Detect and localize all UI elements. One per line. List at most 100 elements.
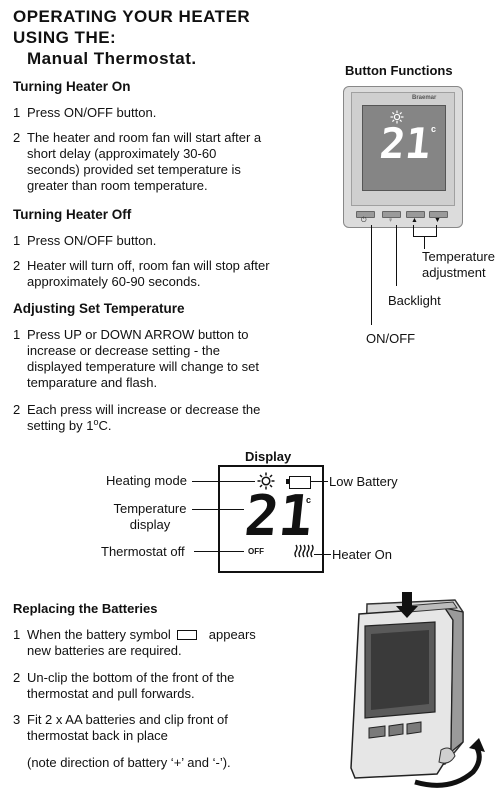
batteries-step-1: 1 When the battery symbol appears new bat… [13, 627, 313, 661]
down-arrow-button[interactable] [429, 211, 448, 218]
down-arrow-icon: ▼ [434, 217, 441, 224]
device-temperature-digits: 21 [377, 119, 434, 168]
heater-on-label: Heater On [332, 547, 392, 562]
turning-on-step-1: 1 Press ON/OFF button. [13, 105, 313, 121]
label-line: adjustment [422, 265, 486, 280]
batteries-step-3: 3 Fit 2 x AA batteries and clip front of… [13, 712, 313, 746]
temperature-adjustment-label: Temperature adjustment [422, 249, 495, 281]
turning-off-step-1: 1 Press ON/OFF button. [13, 233, 313, 249]
temperature-display-digits: 21 [241, 484, 316, 549]
step-number: 1 [13, 233, 21, 248]
page-title: OPERATING YOUR HEATER USING THE: Manual … [13, 6, 250, 69]
temp-bracket-left [413, 225, 414, 237]
device-lcd: 21 c [362, 105, 446, 191]
step-text-line: thermostat back in place [27, 728, 168, 743]
step-text-suffix: C. [98, 418, 112, 433]
step-text-prefix: setting by 1 [27, 418, 94, 433]
step-text-line: increase or decrease setting - the [27, 343, 220, 358]
title-line-3: Manual Thermostat. [27, 49, 197, 68]
degree-superscript: o [93, 417, 99, 427]
heater-on-leader [314, 554, 331, 555]
step-text: When the battery symbol [27, 627, 171, 642]
label-line: display [129, 517, 171, 532]
display-unit: c [306, 495, 312, 505]
adjusting-step-1: 1 Press UP or DOWN ARROW button to incre… [13, 327, 313, 393]
display-lcd: 21 c OFF [218, 465, 324, 573]
thermostat-device: Braemar 21 c ⏻ ♀ ▲ ▼ [343, 86, 463, 228]
temperature-display-leader [192, 509, 244, 510]
button-functions-heading: Button Functions [345, 63, 453, 78]
temp-bracket-bottom [413, 236, 437, 237]
title-line-2: USING THE: [13, 28, 117, 47]
step-number: 1 [13, 627, 21, 642]
step-number: 2 [13, 670, 21, 685]
onoff-button[interactable] [356, 211, 375, 218]
step-number: 2 [13, 258, 21, 273]
up-arrow-icon: ▲ [411, 217, 418, 224]
step-text-line: The heater and room fan will start after… [27, 130, 262, 145]
step-text-line: thermostat and pull forwards. [27, 686, 195, 701]
battery-icon [176, 630, 197, 640]
onoff-label: ON/OFF [366, 331, 416, 346]
label-line: Temperature [422, 249, 495, 264]
heating-mode-icon [257, 472, 275, 490]
step-text-line: short delay (approximately 30-60 [27, 146, 217, 161]
step-text: Press ON/OFF button. [27, 233, 157, 248]
backlight-button[interactable] [382, 211, 401, 218]
bulb-icon: ♀ [388, 217, 394, 224]
step-text-line: Each press will increase or decrease the [27, 402, 261, 417]
display-heading: Display [245, 449, 292, 464]
step-text-line: greater than room temperature. [27, 178, 208, 193]
step-number: 2 [13, 402, 21, 417]
step-text-line: displayed temperature will change to set [27, 359, 259, 374]
turning-off-step-2: 2 Heater will turn off, room fan will st… [13, 258, 323, 292]
heating-mode-leader [192, 481, 255, 482]
step-text-line: Fit 2 x AA batteries and clip front of [27, 712, 228, 727]
step-text-line: Heater will turn off, room fan will stop… [27, 258, 270, 273]
batteries-heading: Replacing the Batteries [13, 601, 158, 616]
turning-off-heading: Turning Heater Off [13, 207, 132, 222]
brand-logo: Braemar [412, 95, 437, 101]
step-text-line: seconds) provided set temperature is [27, 162, 241, 177]
title-line-1: OPERATING YOUR HEATER [13, 7, 251, 26]
temp-bracket-right [436, 225, 437, 237]
power-icon: ⏻ [361, 217, 367, 224]
battery-note: (note direction of battery ‘+’ and ‘-’). [27, 755, 231, 770]
battery-terminal [286, 479, 289, 484]
step-text-line: approximately 60-90 seconds. [27, 274, 201, 289]
step-number: 1 [13, 327, 21, 342]
sun-icon [390, 110, 404, 124]
label-line: Temperature [113, 501, 187, 516]
step-number: 2 [13, 130, 21, 145]
step-number: 1 [13, 105, 21, 120]
onoff-callout-line [371, 225, 372, 325]
heater-on-icon [294, 544, 314, 558]
turning-on-step-2: 2 The heater and room fan will start aft… [13, 130, 323, 196]
device-unit: c [431, 124, 437, 134]
step-text-line: new batteries are required. [27, 643, 182, 658]
device-face: Braemar 21 c [351, 92, 455, 206]
turning-on-heading: Turning Heater On [13, 79, 131, 94]
adjusting-step-2: 2 Each press will increase or decrease t… [13, 402, 313, 436]
thermostat-off-label: Thermostat off [101, 544, 185, 559]
batteries-step-2: 2 Un-clip the bottom of the front of the… [13, 670, 313, 704]
adjusting-heading: Adjusting Set Temperature [13, 301, 185, 316]
low-battery-leader [310, 481, 328, 482]
temperature-display-label: Temperature display [110, 501, 190, 533]
step-text: appears [208, 627, 256, 642]
thermostat-battery-illustration [350, 592, 485, 788]
low-battery-icon [289, 476, 311, 489]
low-battery-label: Low Battery [329, 474, 398, 489]
thermostat-off-leader [194, 551, 244, 552]
step-text-line: Un-clip the bottom of the front of the [27, 670, 235, 685]
temp-callout-line [424, 236, 425, 249]
step-number: 3 [13, 712, 21, 727]
step-text-line: temparature and flash. [27, 375, 158, 390]
thermostat-off-indicator: OFF [248, 547, 264, 556]
step-text-line: Press UP or DOWN ARROW button to [27, 327, 249, 342]
backlight-callout-line [396, 225, 397, 286]
up-arrow-button[interactable] [406, 211, 425, 218]
heating-mode-label: Heating mode [106, 473, 187, 488]
step-text-line: setting by 1oC. [27, 417, 260, 435]
step-text: Press ON/OFF button. [27, 105, 157, 120]
